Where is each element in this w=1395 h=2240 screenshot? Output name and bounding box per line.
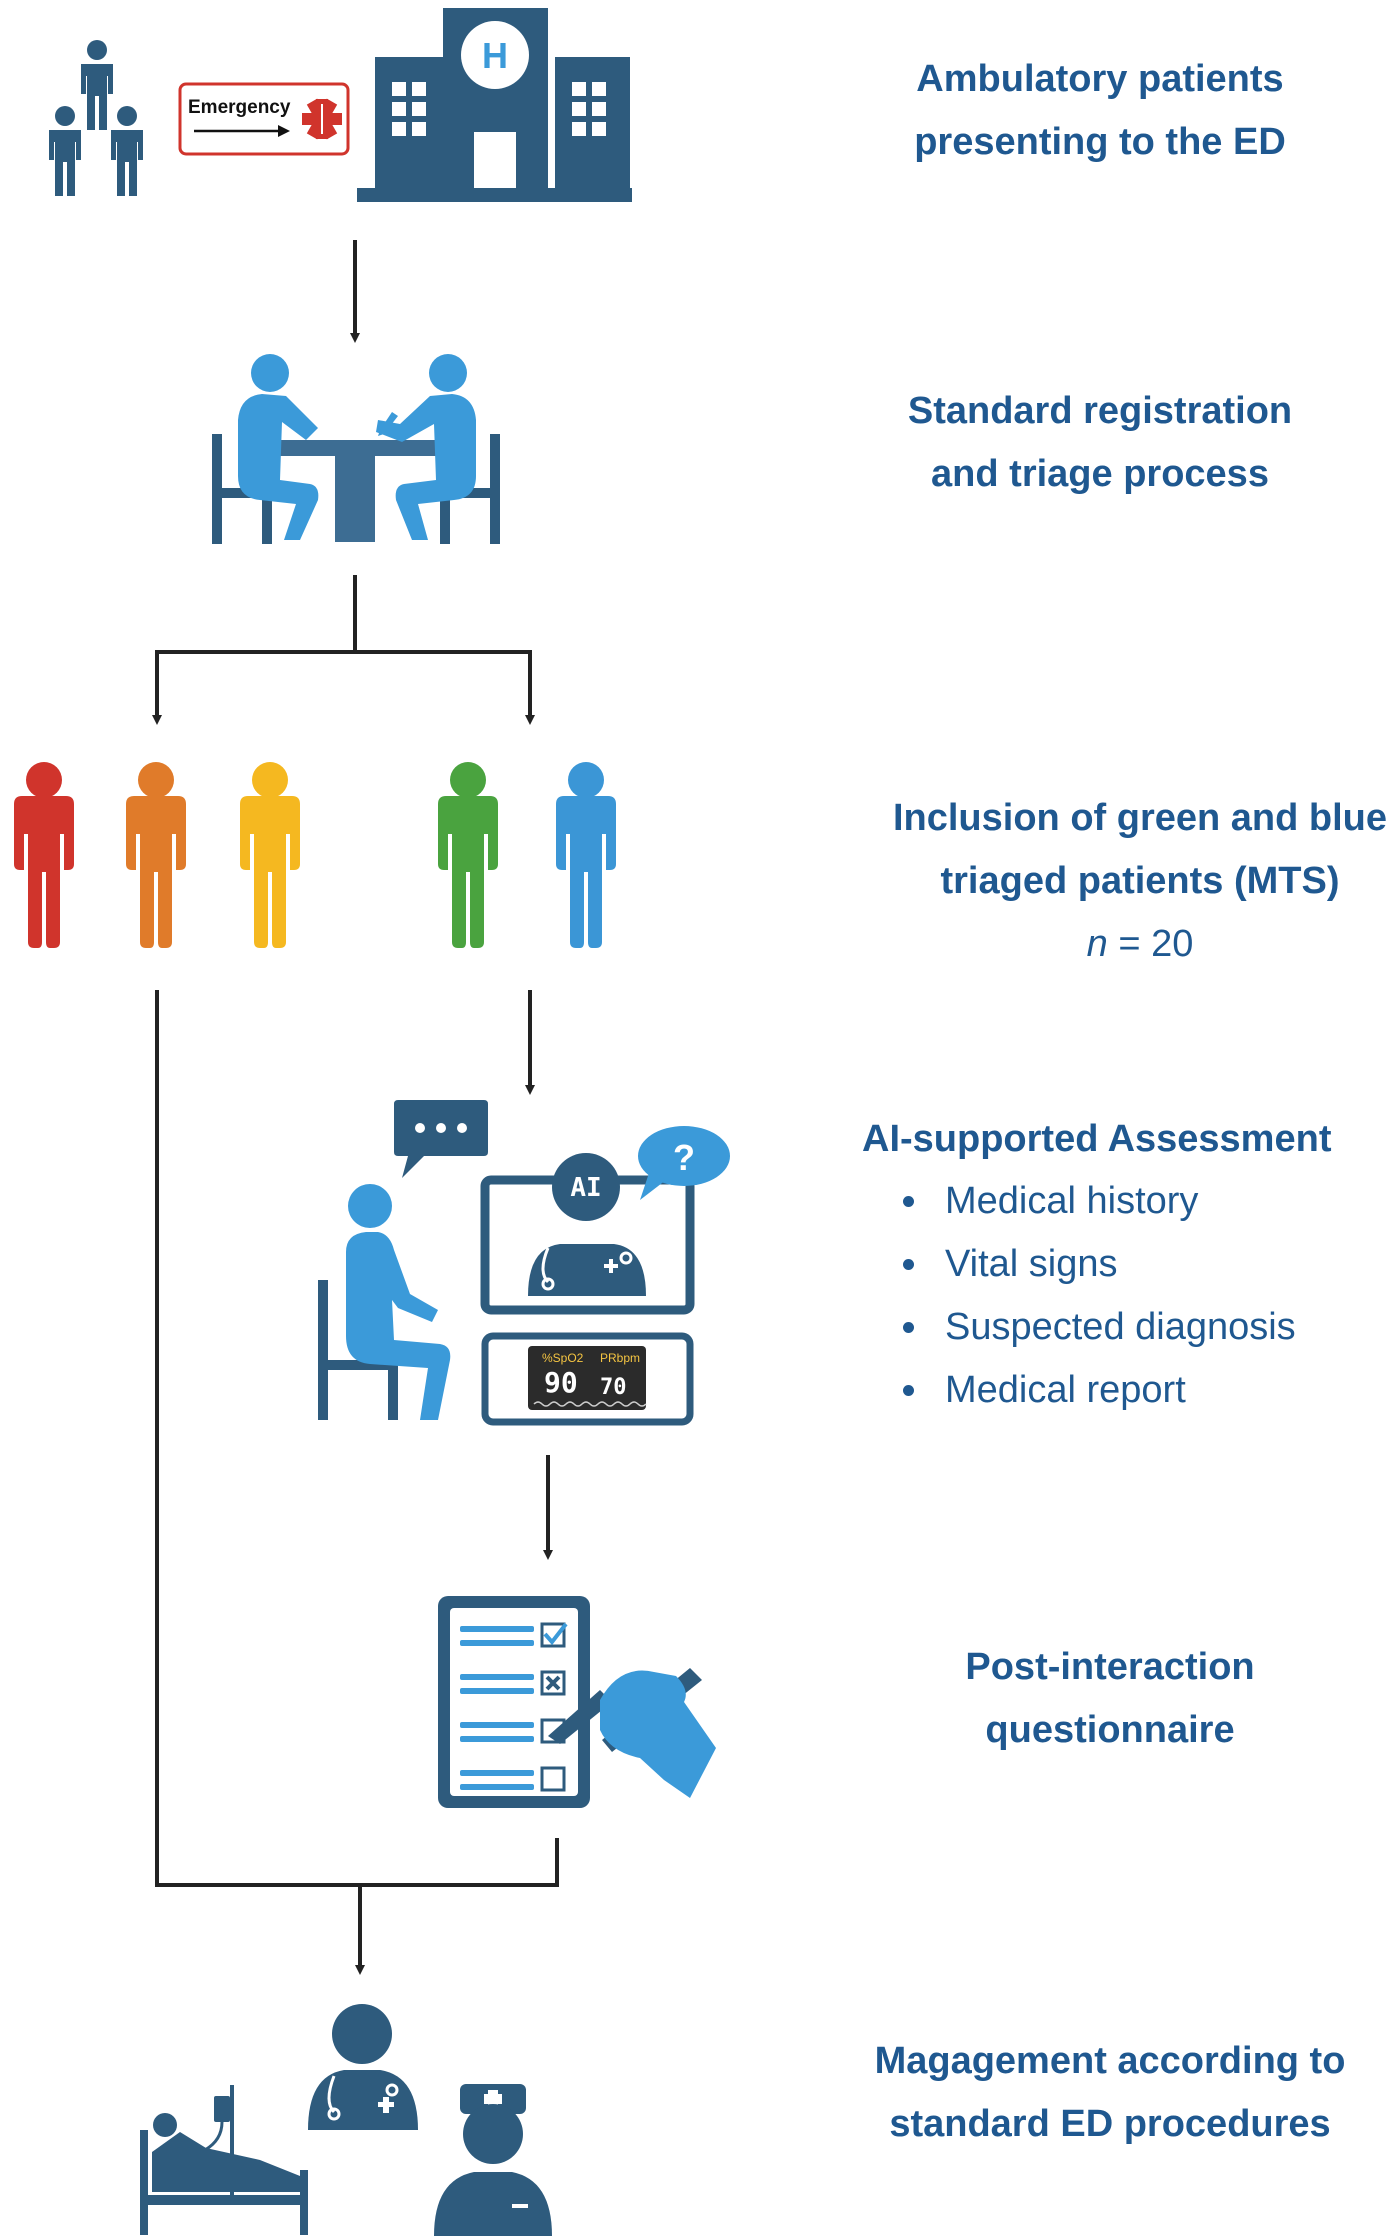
- question-bubble-icon: ?: [638, 1126, 730, 1200]
- questionnaire-icon: [438, 1596, 716, 1808]
- svg-text:Emergency: Emergency: [188, 97, 291, 118]
- svg-text:%SpO2: %SpO2: [542, 1351, 584, 1365]
- chat-bubble-icon: [394, 1100, 488, 1178]
- nurse-icon: [434, 2084, 552, 2236]
- management-icon: [140, 2004, 552, 2236]
- bullet-vital-signs: Vital signs: [895, 1233, 1296, 1296]
- connector-triage-split-right: [355, 650, 535, 725]
- step-label-triage: Standard registration and triage process: [907, 390, 1293, 495]
- svg-text:?: ?: [673, 1137, 695, 1178]
- connector-triage-split: [152, 575, 357, 725]
- doctor-icon: [308, 2004, 418, 2130]
- step-label-questionnaire: Post-interaction questionnaire: [965, 1646, 1255, 1751]
- step-label-inclusion: Inclusion of green and blue triaged pati…: [880, 787, 1395, 976]
- connector-red-orange-yellow-path: [155, 990, 559, 1887]
- bullet-medical-history: Medical history: [895, 1170, 1296, 1233]
- person-yellow-icon: [240, 762, 300, 948]
- writing-hand-icon: [548, 1668, 716, 1798]
- ai-assessment-bullets: Medical history Vital signs Suspected di…: [895, 1170, 1296, 1422]
- person-green-icon: [438, 762, 498, 948]
- doctor-screen-icon: AI: [480, 1153, 695, 1315]
- svg-text:AI: AI: [570, 1173, 601, 1203]
- bullet-medical-report: Medical report: [895, 1359, 1296, 1422]
- step-label-management: Magagement according to standard ED proc…: [874, 2040, 1346, 2145]
- bullet-suspected-diagnosis: Suspected diagnosis: [895, 1296, 1296, 1359]
- ai-assessment-icon: AI ? %SpO2 PRbpm 90 70: [318, 1100, 730, 1426]
- hospital-icon: H: [357, 8, 632, 202]
- emergency-sign-icon: Emergency: [178, 82, 350, 156]
- person-red-icon: [14, 762, 74, 948]
- flow-arrows: [152, 240, 559, 1975]
- step-label-presenting: Ambulatory patients presenting to the ED: [914, 58, 1286, 163]
- svg-text:70: 70: [600, 1375, 627, 1400]
- hospital-bed-icon: [140, 2085, 308, 2235]
- triage-people: [14, 762, 616, 948]
- vital-monitor-icon: %SpO2 PRbpm 90 70: [481, 1332, 694, 1426]
- triage-desk-icon: [212, 354, 500, 544]
- seated-patient-icon: [318, 1184, 451, 1420]
- svg-text:PRbpm: PRbpm: [600, 1351, 640, 1365]
- walk-in-patients-icon: [49, 40, 143, 196]
- person-orange-icon: [126, 762, 186, 948]
- svg-text:90: 90: [544, 1366, 578, 1399]
- svg-text:H: H: [482, 35, 508, 76]
- person-blue-icon: [556, 762, 616, 948]
- step-label-ai-assessment: AI-supported Assessment: [862, 1118, 1332, 1160]
- sample-size-label: n = 20: [1086, 923, 1194, 965]
